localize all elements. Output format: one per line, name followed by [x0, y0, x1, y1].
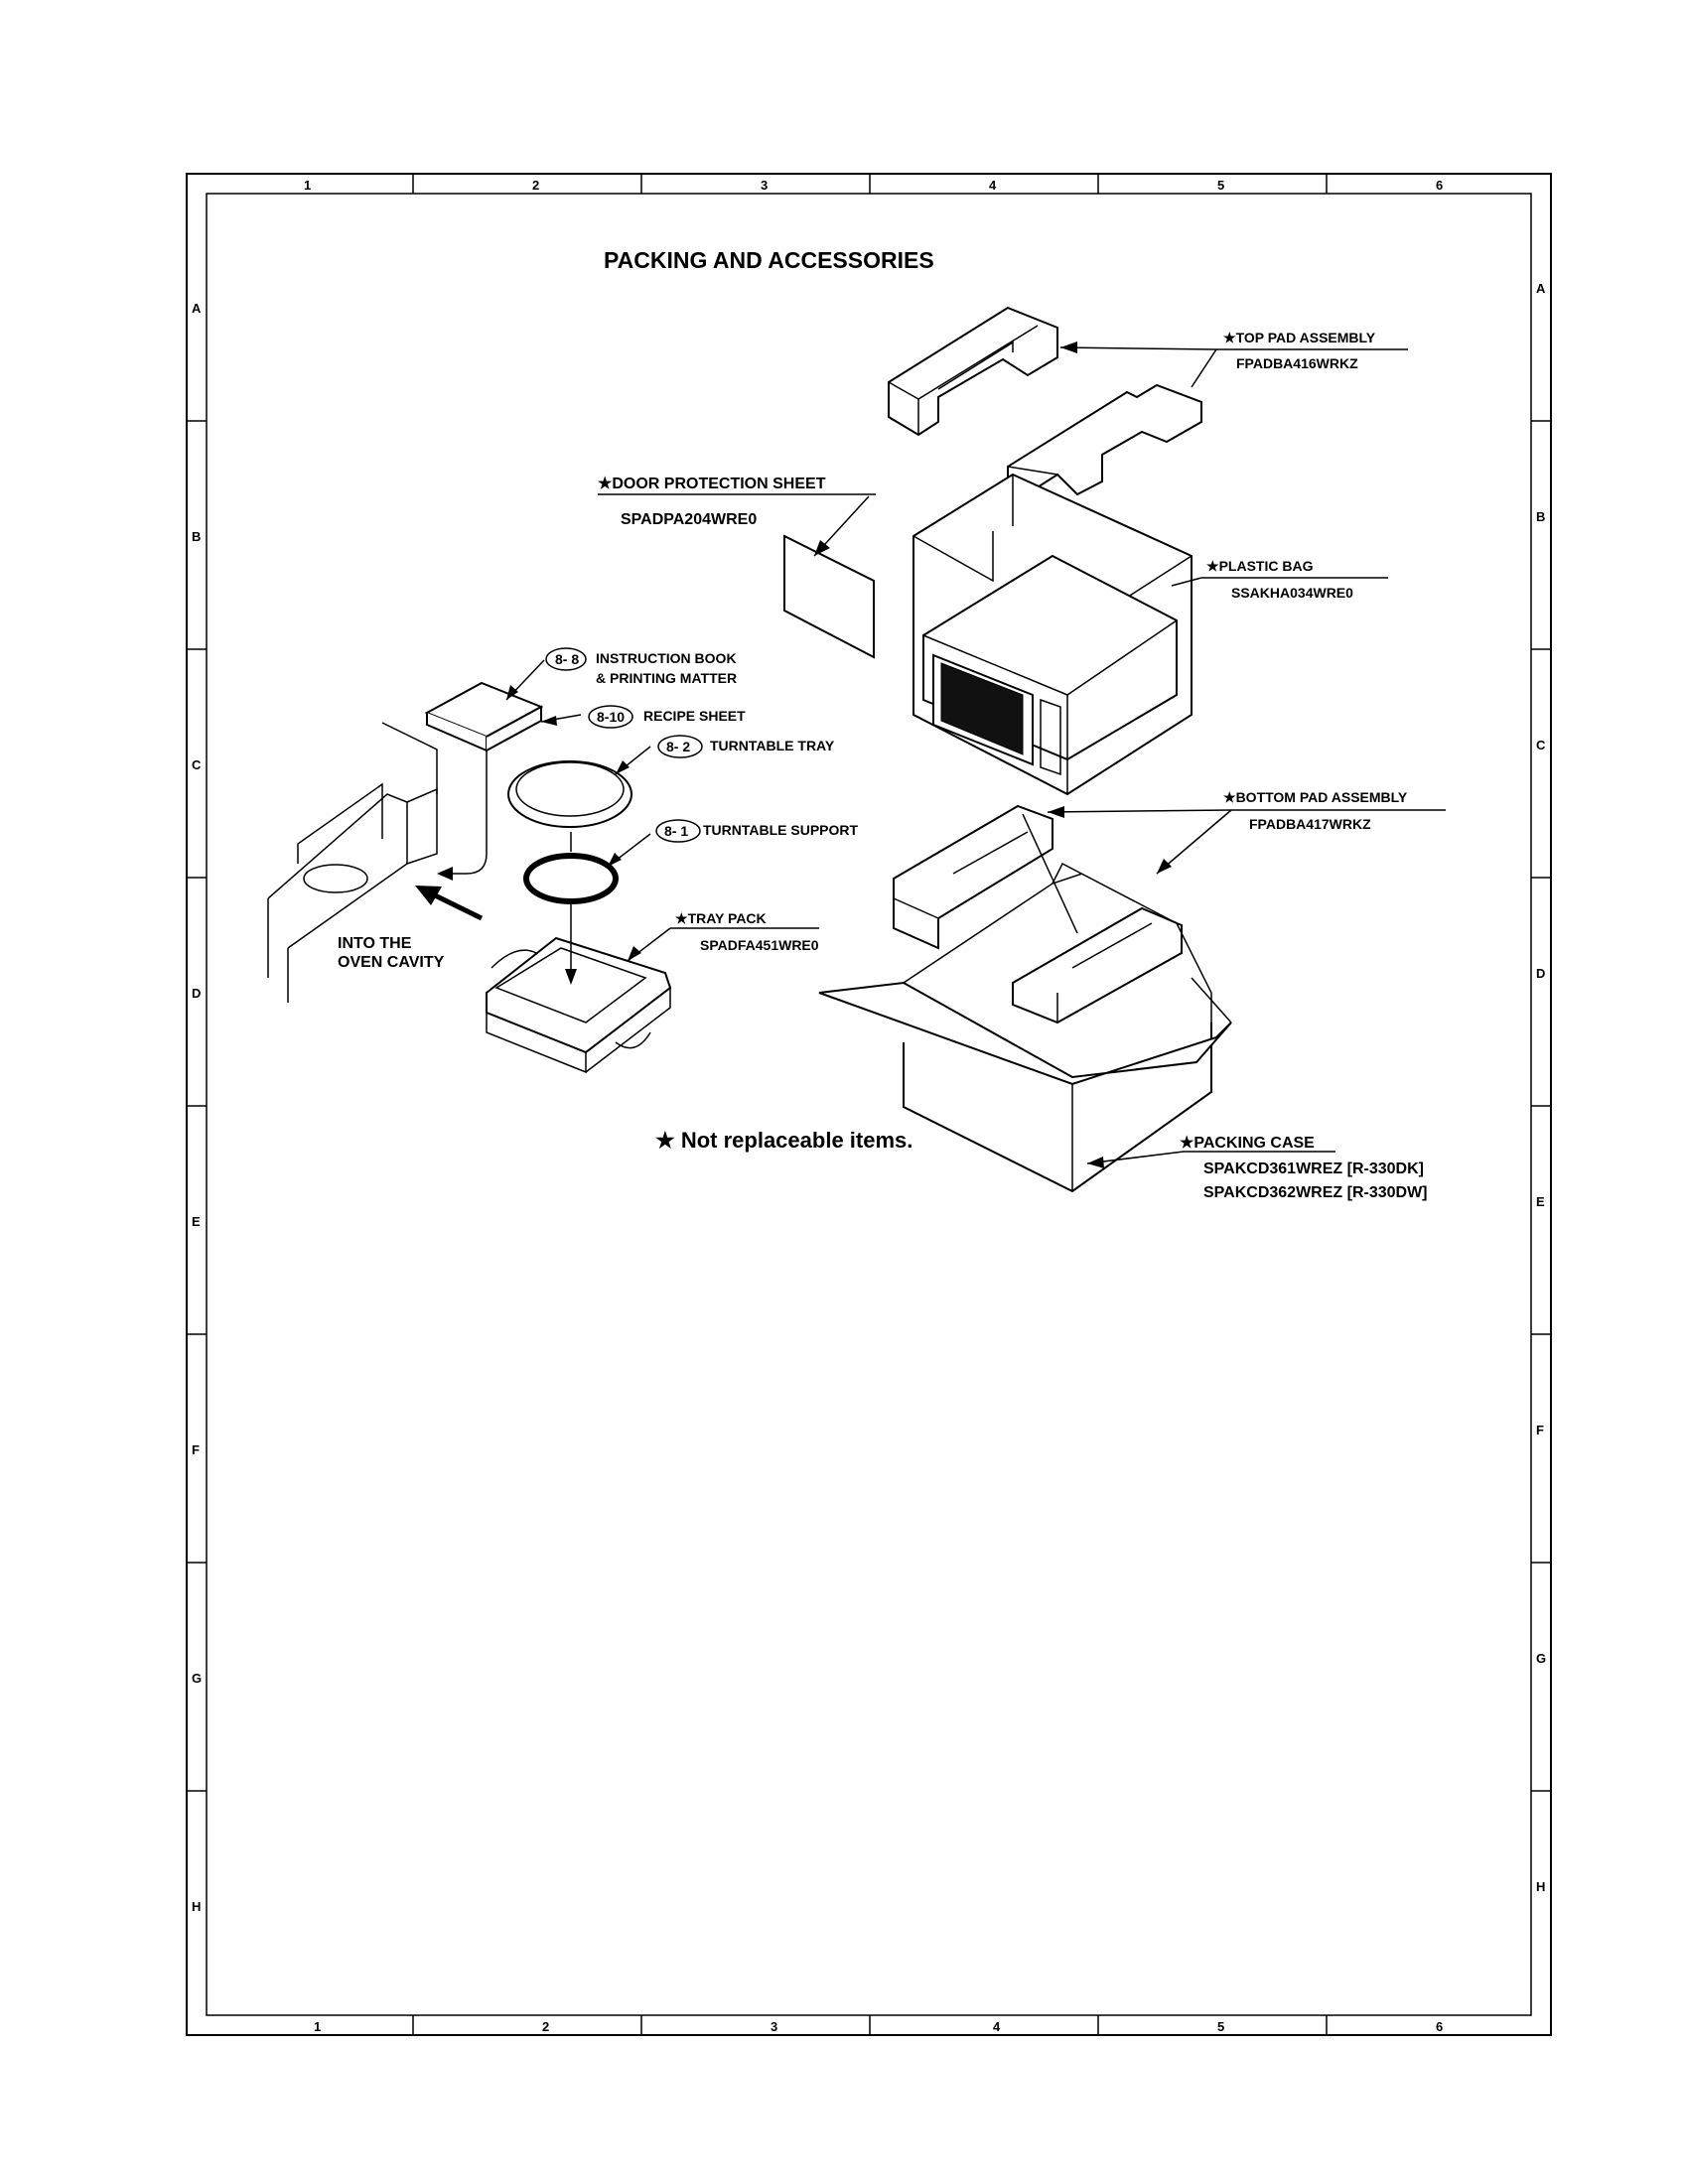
- page-title: PACKING AND ACCESSORIES: [604, 247, 934, 273]
- plastic-bag-part: SSAKHA034WRE0: [1231, 585, 1353, 601]
- packing-case-part-2: SPAKCD362WREZ [R-330DW]: [1203, 1184, 1428, 1201]
- recipe-label: RECIPE SHEET: [643, 708, 746, 724]
- ref-bubble-8-8: [545, 647, 587, 671]
- grid-col-6-bottom: 6: [1436, 2019, 1443, 2034]
- oven-cavity-label-line2: OVEN CAVITY: [338, 954, 445, 971]
- grid-row-a: A: [192, 301, 202, 316]
- grid-col-4-bottom: 4: [993, 2019, 1001, 2034]
- packing-case-illustration: [818, 813, 1232, 1193]
- grid-row-c: C: [192, 757, 202, 772]
- grid-row-a-right: A: [1536, 281, 1546, 296]
- grid-col-2-bottom: 2: [542, 2019, 549, 2034]
- grid-col-5-bottom: 5: [1217, 2019, 1224, 2034]
- door-sheet-label: ★DOOR PROTECTION SHEET: [598, 476, 826, 492]
- tray-label: TURNTABLE TRAY: [710, 738, 835, 753]
- ref-bubbles: [545, 647, 703, 843]
- grid-row-c-right: C: [1536, 738, 1546, 752]
- turntable-support-illustration: [523, 853, 619, 904]
- grid-col-5: 5: [1217, 178, 1224, 193]
- packing-case-part-1: SPAKCD361WREZ [R-330DK]: [1203, 1160, 1424, 1177]
- turntable-tray-illustration: [507, 760, 632, 828]
- tray-pack-illustration: [486, 936, 672, 1074]
- grid-row-e-right: E: [1536, 1194, 1545, 1209]
- grid-row-h: H: [192, 1899, 201, 1914]
- ref-bubble-8-10: [588, 705, 633, 729]
- grid-row-h-right: H: [1536, 1879, 1545, 1894]
- recipe-ref: 8-10: [597, 709, 625, 725]
- ref-bubble-8-2: [657, 735, 703, 758]
- instruction-ref: 8- 8: [555, 651, 579, 667]
- microwave-packed-illustration: [912, 473, 1193, 796]
- grid-row-e: E: [192, 1214, 201, 1229]
- grid-row-d-right: D: [1536, 966, 1545, 981]
- grid-row-g: G: [192, 1671, 202, 1686]
- grid-row-b: B: [192, 529, 201, 544]
- tray-ref: 8- 2: [666, 739, 690, 754]
- door-sheet-part: SPADPA204WRE0: [621, 511, 757, 528]
- leader-lines: [415, 341, 1446, 1168]
- ref-bubble-8-1: [655, 819, 701, 843]
- sheet-border: [186, 173, 1552, 2036]
- door-protection-sheet-illustration: [783, 534, 875, 659]
- grid-row-f-right: F: [1536, 1423, 1544, 1437]
- grid-col-4: 4: [989, 178, 997, 193]
- grid-col-1: 1: [304, 178, 311, 193]
- instruction-label-line1: INSTRUCTION BOOK: [596, 650, 737, 666]
- instruction-book-illustration: [424, 681, 544, 752]
- grid-col-3-bottom: 3: [771, 2019, 777, 2034]
- grid-row-f: F: [192, 1442, 200, 1457]
- instruction-label-line2: & PRINTING MATTER: [596, 670, 737, 686]
- grid-col-6: 6: [1436, 178, 1443, 193]
- top-pad-label: ★TOP PAD ASSEMBLY: [1223, 330, 1376, 345]
- plastic-bag-label: ★PLASTIC BAG: [1206, 558, 1314, 574]
- grid-row-g-right: G: [1536, 1651, 1546, 1666]
- grid-col-2: 2: [532, 178, 539, 193]
- top-pad-part: FPADBA416WRKZ: [1236, 355, 1358, 371]
- bottom-pad-illustration: [893, 804, 1183, 1024]
- support-label: TURNTABLE SUPPORT: [703, 822, 859, 838]
- oven-cavity-illustration: [267, 722, 438, 1003]
- support-ref: 8- 1: [664, 823, 688, 839]
- tray-pack-part: SPADFA451WRE0: [700, 937, 819, 953]
- grid-row-d: D: [192, 986, 201, 1001]
- bottom-pad-label: ★BOTTOM PAD ASSEMBLY: [1223, 789, 1408, 805]
- bottom-pad-part: FPADBA417WRKZ: [1249, 816, 1371, 832]
- top-pad-illustration: [888, 306, 1202, 508]
- packing-case-label: ★PACKING CASE: [1180, 1135, 1315, 1152]
- grid-col-3: 3: [761, 178, 768, 193]
- tray-pack-label: ★TRAY PACK: [675, 910, 767, 926]
- grid-row-b-right: B: [1536, 509, 1545, 524]
- grid-col-1-bottom: 1: [314, 2019, 321, 2034]
- not-replaceable-note: ★ Not replaceable items.: [655, 1128, 912, 1153]
- oven-cavity-label-line1: INTO THE: [338, 935, 412, 952]
